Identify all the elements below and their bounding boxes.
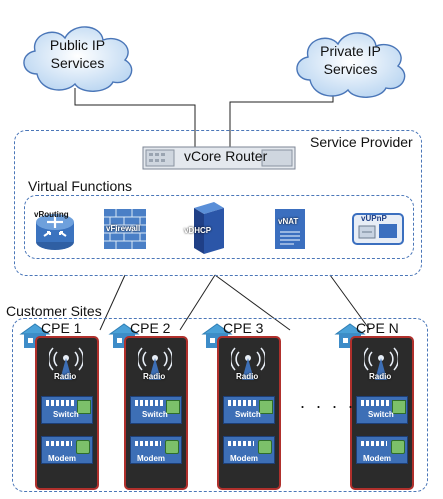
cloud-icon xyxy=(296,32,406,98)
radio-label: Radio xyxy=(369,372,392,381)
service-provider-label: Service Provider xyxy=(310,134,413,150)
globe-icon xyxy=(258,440,272,454)
cpe-label: CPE 2 xyxy=(130,320,171,336)
switch-label: Switch xyxy=(53,410,79,419)
radio-label: Radio xyxy=(143,372,166,381)
switch-arrows-icon xyxy=(77,400,91,414)
cloud-line-1: Public IP xyxy=(49,37,106,53)
cpe-4: CPE N Radio Switch Modem xyxy=(334,320,424,490)
vnat-label: vNAT xyxy=(278,217,299,226)
modem-device xyxy=(41,436,93,464)
radio-tower-icon xyxy=(231,347,265,380)
ellipsis: . . . . xyxy=(300,392,357,412)
service-provider-box xyxy=(14,130,422,276)
modem-label: Modem xyxy=(48,454,76,463)
switch-label: Switch xyxy=(368,410,394,419)
router-label: vCore Router xyxy=(184,148,268,164)
server-icon xyxy=(194,202,224,254)
modem-label: Modem xyxy=(363,454,391,463)
switch-arrows-icon xyxy=(166,400,180,414)
cpe-label: CPE N xyxy=(356,320,399,336)
virtual-functions-label: Virtual Functions xyxy=(28,178,133,194)
vrouting-label: vRouting xyxy=(34,210,69,219)
switch-label: Switch xyxy=(235,410,261,419)
cpe-label: CPE 3 xyxy=(223,320,264,336)
radio-tower-icon xyxy=(49,347,83,380)
cpe-1: CPE 1 Radio Switch Modem xyxy=(19,320,109,490)
radio-tower-icon xyxy=(138,347,172,380)
radio-label: Radio xyxy=(236,372,259,381)
globe-icon xyxy=(165,440,179,454)
vupnp-function: vUPnP xyxy=(352,210,404,248)
vdhcp-function: vDHCP xyxy=(184,200,226,256)
document-icon xyxy=(275,209,305,249)
private-ip-cloud: Private IP Services xyxy=(288,22,413,100)
switch-arrows-icon xyxy=(259,400,273,414)
switch-device xyxy=(41,396,93,424)
cpe-2: CPE 2 Radio Switch Modem xyxy=(108,320,198,490)
cloud-line-2: Services xyxy=(50,55,105,71)
vfirewall-function: vFirewall xyxy=(102,207,148,251)
globe-icon xyxy=(76,440,90,454)
vupnp-label: vUPnP xyxy=(361,214,387,223)
cpe-3: CPE 3 Radio Switch Modem xyxy=(201,320,291,490)
modem-device xyxy=(223,436,275,464)
modem-device xyxy=(356,436,408,464)
cloud-icon xyxy=(23,26,133,92)
switch-device xyxy=(223,396,275,424)
switch-device xyxy=(356,396,408,424)
switch-arrows-icon xyxy=(392,400,406,414)
customer-sites-box xyxy=(12,318,428,492)
cloud-line-2: Services xyxy=(323,61,378,77)
cloud-line-1: Private IP xyxy=(320,43,381,59)
globe-icon xyxy=(391,440,405,454)
vfirewall-label: vFirewall xyxy=(106,224,141,233)
radio-tower-icon xyxy=(364,347,398,380)
virtual-functions-box xyxy=(24,195,414,259)
firewall-icon xyxy=(104,209,146,249)
public-ip-cloud: Public IP Services xyxy=(15,16,140,94)
router-chassis-icon xyxy=(142,146,296,170)
vdhcp-label: vDHCP xyxy=(184,226,212,235)
modem-label: Modem xyxy=(137,454,165,463)
cpe-label: CPE 1 xyxy=(41,320,82,336)
vcore-router: vCore Router xyxy=(142,143,297,173)
modem-label: Modem xyxy=(230,454,258,463)
upnp-device-icon xyxy=(352,213,404,245)
vrouting-function: vRouting xyxy=(34,206,76,252)
router-disc-icon xyxy=(36,214,74,250)
vnat-function: vNAT xyxy=(274,208,306,250)
switch-device xyxy=(130,396,182,424)
customer-sites-label: Customer Sites xyxy=(6,303,102,319)
radio-label: Radio xyxy=(54,372,77,381)
modem-device xyxy=(130,436,182,464)
switch-label: Switch xyxy=(142,410,168,419)
